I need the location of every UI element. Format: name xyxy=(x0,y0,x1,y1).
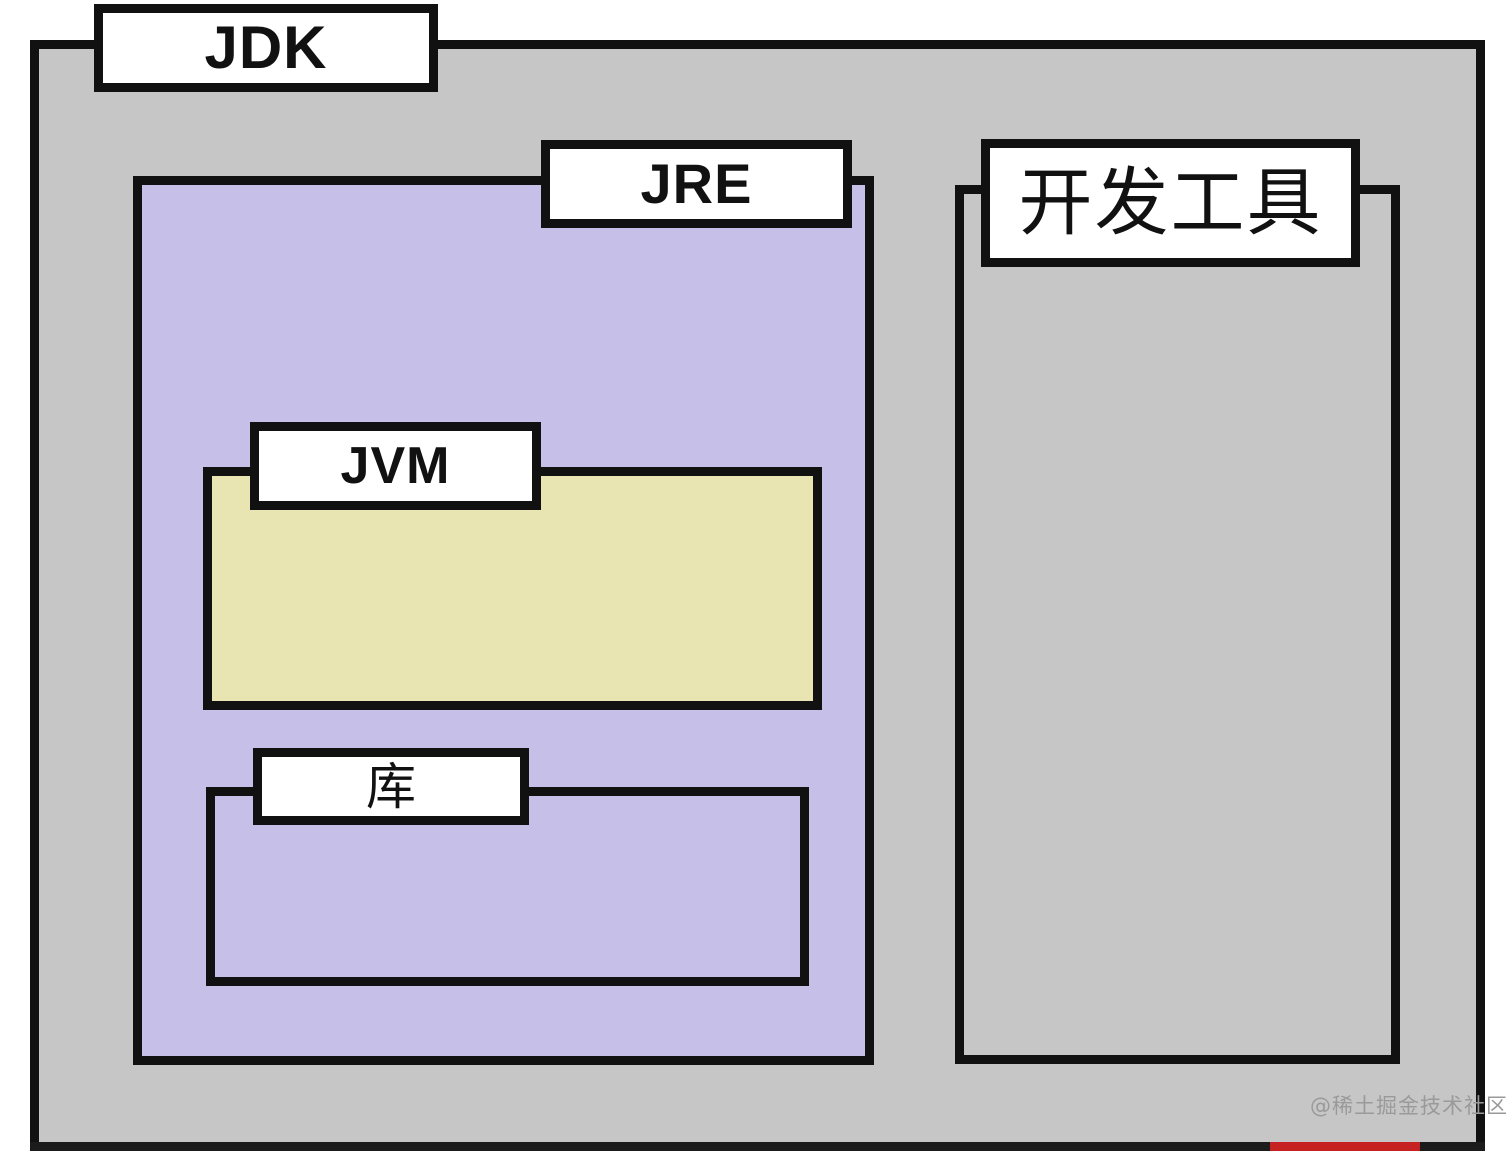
bottom-cutoff-strip xyxy=(30,1142,1485,1151)
development-tools-container xyxy=(955,185,1400,1064)
jdk-label: JDK xyxy=(94,4,438,92)
development-tools-label: 开发工具 xyxy=(981,139,1360,267)
jre-label: JRE xyxy=(541,140,852,228)
watermark: @稀土掘金技术社区 xyxy=(1310,1094,1508,1118)
bottom-cutoff-red-chunk xyxy=(1270,1142,1420,1151)
library-label: 库 xyxy=(253,748,529,825)
jvm-label: JVM xyxy=(250,422,541,510)
